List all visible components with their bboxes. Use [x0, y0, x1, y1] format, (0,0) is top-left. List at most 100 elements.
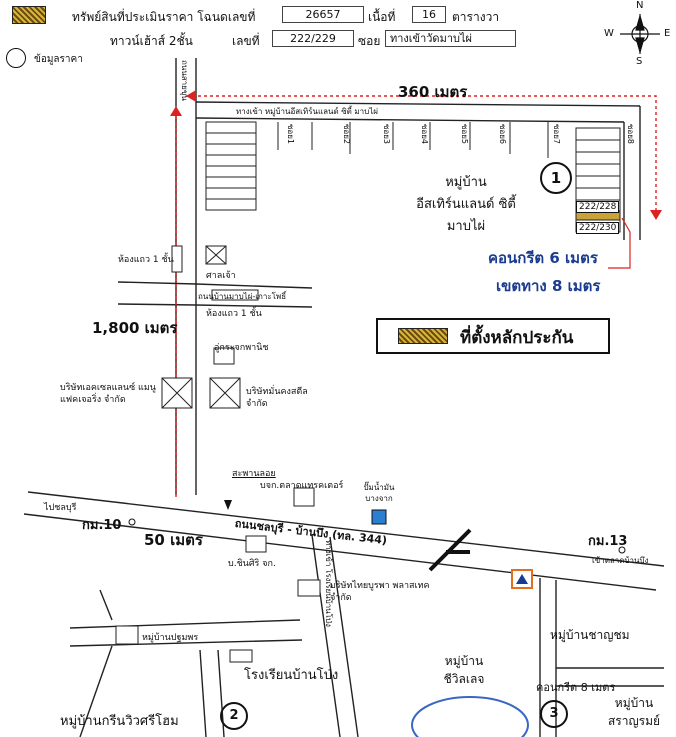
townhouse-block-left — [205, 121, 257, 211]
shrine-label: ศาลเจ้า — [206, 271, 236, 281]
shop-building — [213, 347, 235, 365]
compass-n: N — [636, 0, 644, 11]
road-concrete: คอนกรีต 6 เมตร — [488, 249, 598, 267]
soi-label-5: ซอย5 — [460, 124, 469, 145]
marker-1: 1 — [540, 162, 572, 194]
soi-lanes — [277, 122, 549, 158]
distance-left: 1,800 เมตร — [92, 319, 178, 337]
to-chonburi-label: ไปชลบุรี — [44, 503, 77, 513]
route-arrow-down — [650, 210, 662, 220]
row-house-1 — [171, 245, 183, 273]
gas-label: ปั๊มน้ำมัน บางจาก — [363, 483, 395, 503]
company-left-label: บริษัทเอคเซลแลนซ์ แมนูแฟคเจอริ่ง จำกัด — [60, 383, 156, 405]
village-name-line3: มาบไผ่ — [446, 219, 486, 234]
legend-box-label: ที่ตั้งหลักประกัน — [460, 328, 574, 348]
area-unit: ตารางวา — [452, 10, 500, 24]
soi-label-4: ซอย4 — [420, 124, 429, 145]
village-entrance: ทางเข้า หมู่บ้านอีสเทิร์นแลนด์ ซิตี้ มาบ… — [236, 107, 378, 116]
price-info-label: ข้อมูลราคา — [34, 54, 83, 65]
plot-lower: 222/230 — [576, 222, 620, 234]
soi-label: ซอย — [358, 34, 381, 48]
property-type: ทาวน์เฮ้าส์ 2ชั้น — [110, 34, 193, 48]
village-e-label: หมู่บ้านกรีนวิวศรีโฮม — [60, 714, 179, 729]
company-right-label: บริษัทมั่นคงสตีล จำกัด — [246, 387, 308, 409]
row-house-2 — [211, 289, 259, 301]
stamp — [411, 696, 529, 737]
soi-label-6: ซอย6 — [498, 124, 507, 145]
lower-road-4 — [556, 667, 664, 687]
plastic-label: บริษัทไทยบูรพา พลาสเทค จำกัด — [330, 581, 430, 603]
price-info-circle-icon — [6, 48, 26, 68]
factory-label: บจก.ตลาดแทรคเตอร์ — [260, 481, 344, 491]
marker-3-text: 3 — [549, 706, 559, 721]
deed-number: 26657 — [282, 6, 364, 23]
row-house-2-label: ห้องแถว 1 ชั้น — [206, 309, 262, 319]
route-lines — [175, 95, 657, 500]
village-b-label: หมู่บ้าน ชีวิลเลจ — [443, 654, 485, 686]
marker-2-text: 2 — [229, 708, 239, 723]
left-vertical-road — [175, 58, 197, 495]
village-c-label: หมู่บ้านชาญชม — [550, 628, 630, 642]
soi-label-8: ซอย8 — [626, 124, 635, 145]
plastic-building — [297, 579, 321, 597]
house-no-label: เลขที่ — [232, 34, 260, 48]
village-name-line2: อีสเทิร์นแลนด์ ซิตี้ — [416, 197, 516, 212]
km10-marker-icon — [128, 518, 136, 526]
plot-upper: 222/228 — [576, 201, 620, 213]
km10-label: กม.10 — [82, 518, 122, 533]
bridge-arrow-icon — [224, 500, 232, 510]
area-value: 16 — [412, 6, 446, 23]
village-d-label: หมู่บ้าน สราญรมย์ — [607, 696, 661, 728]
lower-road-1 — [69, 619, 303, 647]
concrete-8-label: คอนกรีต 8 เมตร — [536, 681, 616, 694]
school-building — [229, 649, 253, 663]
mabphai-road — [117, 281, 313, 308]
soi-label-7: ซอย7 — [552, 124, 561, 145]
distance-bottom: 50 เมตร — [144, 531, 203, 549]
company-bottom-label: บ.ชินศิริ จก. — [228, 559, 276, 569]
marker-1-text: 1 — [550, 169, 562, 187]
north-arrow-icon — [428, 528, 472, 572]
compass-rose-icon — [620, 13, 660, 55]
village-a-building — [115, 625, 139, 645]
village-name: หมู่บ้าน อีสเทิร์นแลนด์ ซิตี้ มาบไผ่ — [392, 172, 540, 238]
soi-label-1: ซอย1 — [286, 124, 295, 145]
left-lower-road — [79, 589, 113, 737]
legend-box: ที่ตั้งหลักประกัน — [376, 318, 610, 354]
bridge-label: สะพานลอย — [232, 469, 276, 479]
route-arrow-left — [186, 90, 196, 102]
compass-w: W — [604, 28, 614, 39]
school-road — [311, 534, 359, 737]
distance-top: 360 เมตร — [398, 83, 468, 101]
village-name-line1: หมู่บ้าน — [445, 175, 487, 190]
compass-e: E — [664, 28, 671, 39]
row-house-1-label: ห้องแถว 1 ชั้น — [118, 255, 174, 265]
soi-label-3: ซอย3 — [382, 124, 391, 145]
left-road-label: ถนนสายขุน — [180, 60, 189, 101]
side-road-label: ทางเข้า โรงเรียนบ้านโป่ง — [324, 540, 333, 627]
to-banbueng-label: เข้าตลาดบ้านบึง — [592, 556, 649, 565]
school-label: โรงเรียนบ้านโป่ง — [244, 668, 339, 683]
soi-value: ทางเข้าวัดมาบไผ่ — [385, 30, 516, 47]
plot-leader — [608, 217, 631, 269]
marker-2: 2 — [220, 702, 248, 730]
highway-344 — [23, 491, 665, 591]
legend-swatch — [12, 6, 46, 24]
route-arrow-up — [170, 106, 182, 116]
house-number: 222/229 — [272, 30, 354, 47]
factory-building — [293, 487, 315, 507]
lower-road-2 — [199, 649, 225, 737]
compass-s: S — [636, 56, 643, 67]
company-bottom-building — [245, 535, 267, 553]
km13-marker-icon — [618, 546, 626, 554]
km13-label: กม.13 — [588, 534, 628, 549]
legend-label: ทรัพย์สินที่ประเมินราคา โฉนดเลขที่ — [72, 10, 256, 24]
road-width: เขตทาง 8 เมตร — [496, 277, 601, 295]
village-entrance-road — [195, 101, 641, 123]
marker-3: 3 — [540, 700, 568, 728]
area-label: เนื้อที่ — [368, 10, 396, 24]
village-a-label: หมู่บ้านปฐมพร — [142, 633, 199, 643]
legend-box-swatch — [398, 328, 448, 344]
soi-label-2: ซอย2 — [342, 124, 351, 145]
gas-station-icon — [371, 509, 387, 525]
